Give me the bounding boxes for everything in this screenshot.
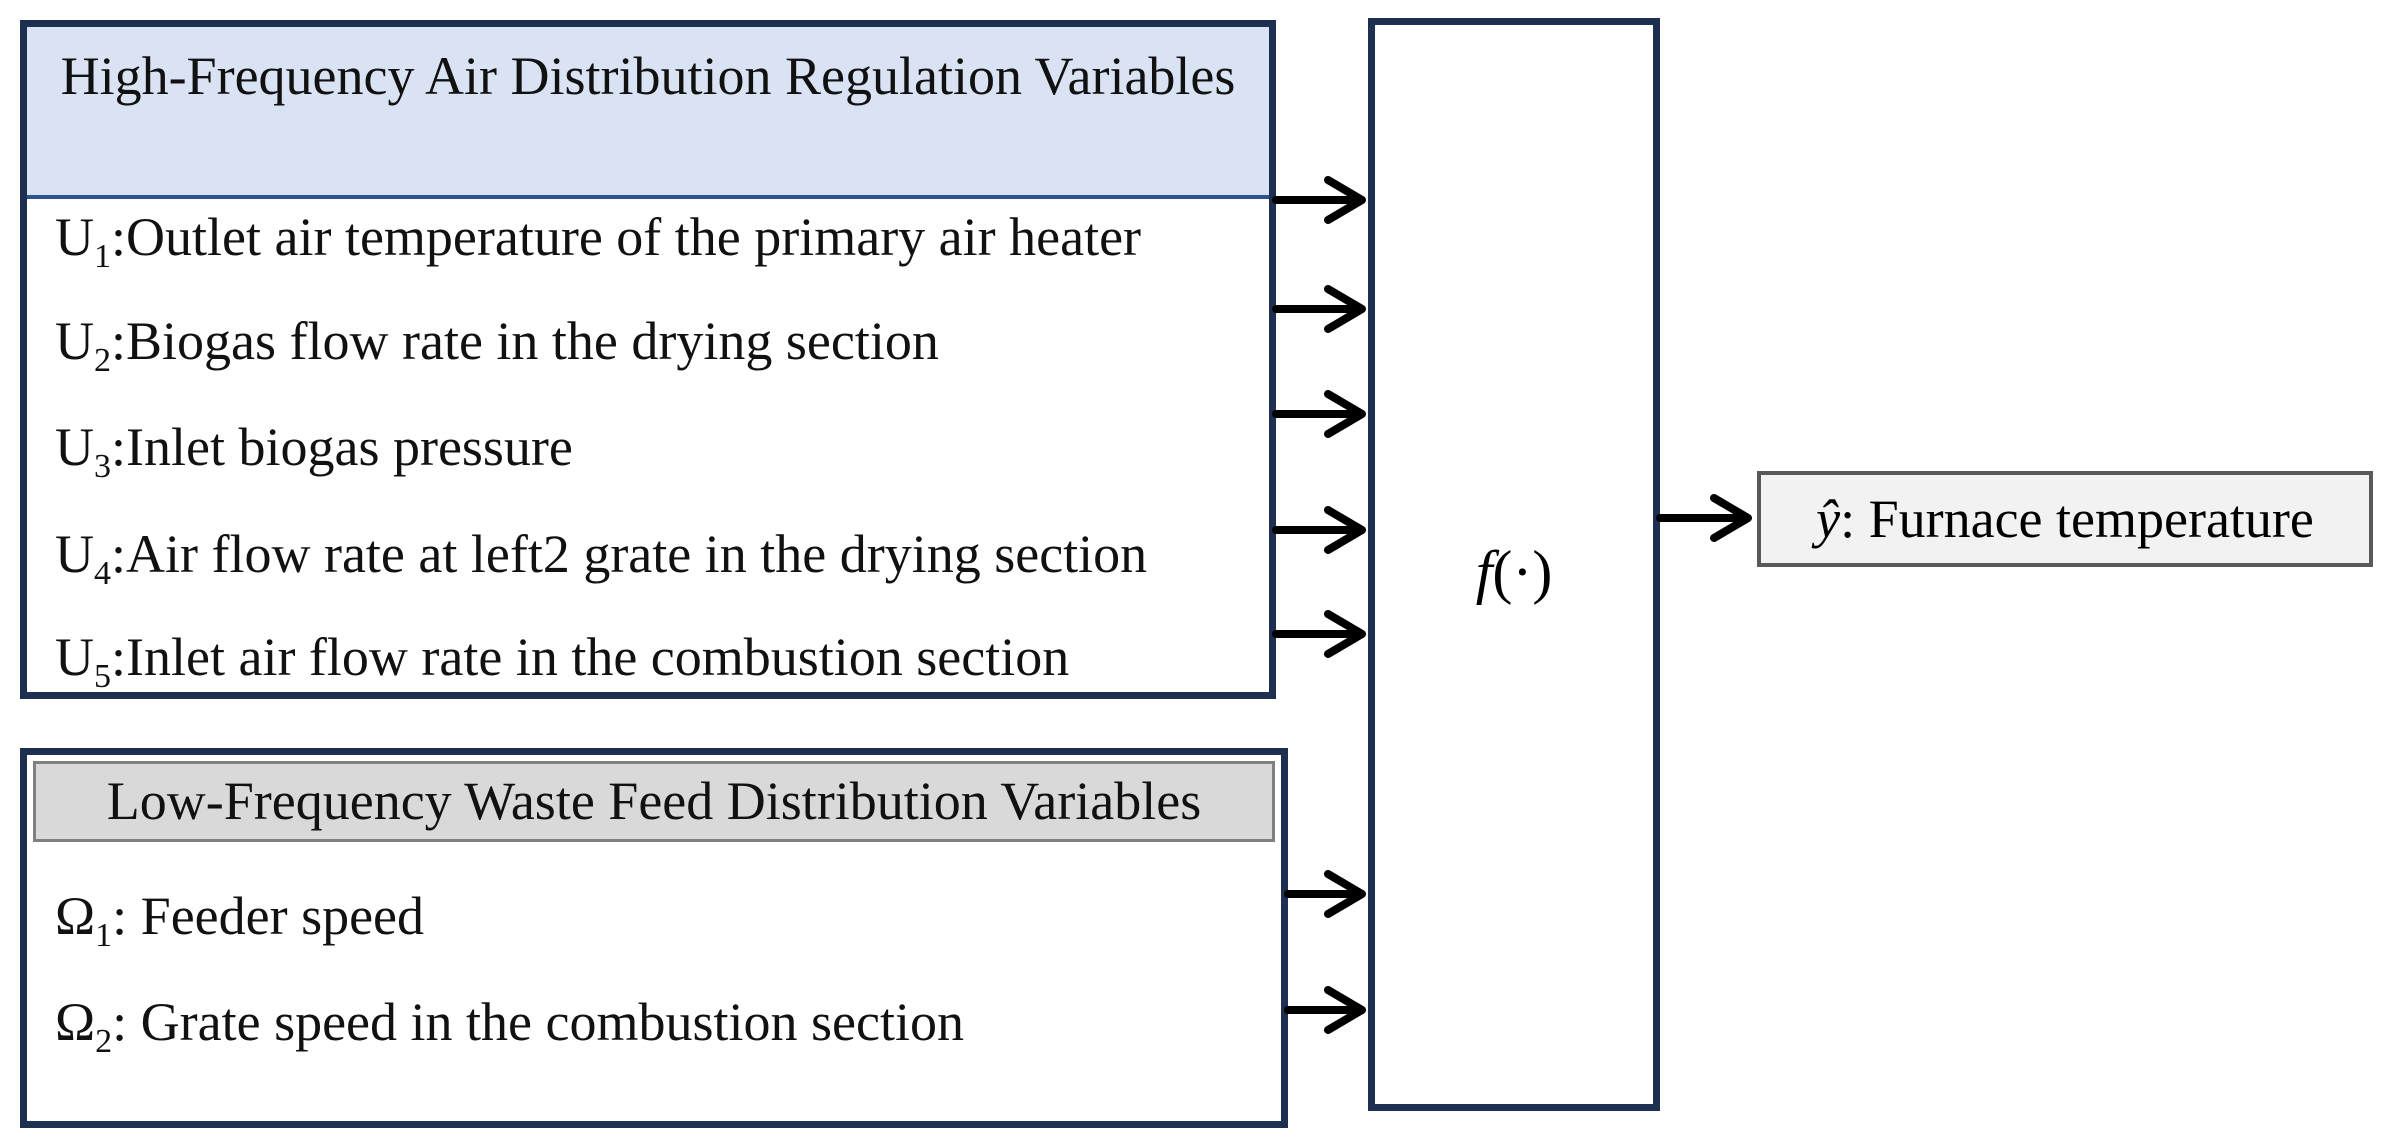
output-symbol: ŷ (1816, 489, 1841, 549)
arrow-omega1 (1284, 870, 1366, 918)
output-box: ŷ: Furnace temperature (1757, 471, 2373, 567)
variable-u5: U5:Inlet air flow rate in the combustion… (55, 627, 1070, 695)
arrow-u3 (1272, 390, 1366, 438)
arrow-u5 (1272, 610, 1366, 658)
arrow-output (1656, 494, 1752, 542)
high-frequency-variables-box: High-Frequency Air Distribution Regulati… (20, 20, 1276, 699)
output-label: Furnace temperature (1868, 489, 2314, 549)
low-frequency-header: Low-Frequency Waste Feed Distribution Va… (33, 761, 1275, 842)
variable-u4: U4:Air flow rate at left2 grate in the d… (55, 524, 1148, 592)
variable-omega1: Ω1: Feeder speed (55, 886, 425, 954)
function-label: f(·) (1475, 539, 1553, 605)
arrow-u4 (1272, 506, 1366, 554)
arrow-u1 (1272, 176, 1366, 224)
variable-u1: U1:Outlet air temperature of the primary… (55, 207, 1142, 275)
arrow-omega2 (1284, 986, 1366, 1034)
variable-u3: U3:Inlet biogas pressure (55, 417, 573, 485)
low-frequency-variables-box: Low-Frequency Waste Feed Distribution Va… (20, 748, 1288, 1128)
arrow-u2 (1272, 285, 1366, 333)
high-frequency-header: High-Frequency Air Distribution Regulati… (27, 27, 1269, 199)
variable-u2: U2:Biogas flow rate in the drying sectio… (55, 311, 939, 379)
function-block: f(·) (1368, 18, 1660, 1111)
variable-omega2: Ω2: Grate speed in the combustion sectio… (55, 992, 964, 1060)
